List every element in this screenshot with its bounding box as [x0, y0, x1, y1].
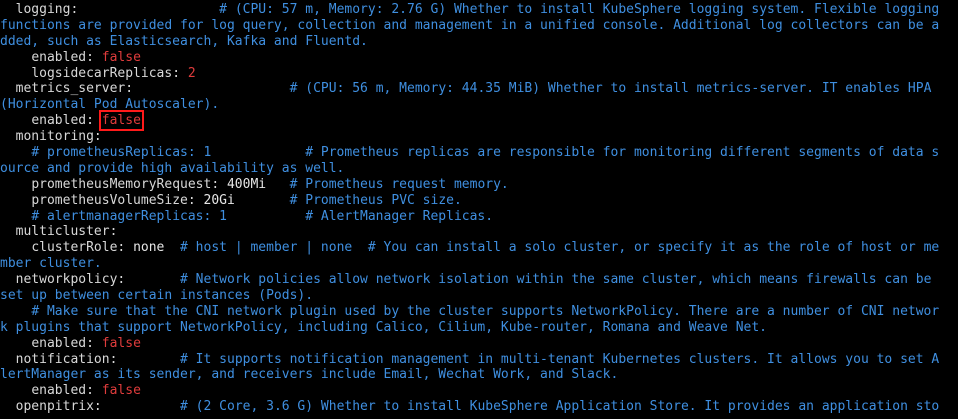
yaml-comment: # Make sure that the CNI network plugin … [31, 303, 940, 319]
yaml-value: 2 [187, 65, 196, 81]
yaml-key: notification: [15, 351, 118, 367]
terminal-line: openpitrix: # (2 Core, 3.6 G) Whether to… [0, 399, 958, 415]
terminal-line: metrics_server: # (CPU: 56 m, Memory: 44… [0, 81, 958, 97]
yaml-comment: # (CPU: 56 m, Memory: 44.35 MiB) Whether… [289, 81, 932, 97]
yaml-key: enabled: [31, 49, 94, 65]
terminal-line: enabled: false [0, 336, 958, 352]
yaml-comment: # host | member | none # You can install… [180, 240, 940, 256]
yaml-key: enabled: [31, 113, 94, 129]
yaml-value: false [101, 335, 141, 351]
terminal-line: networkpolicy: # Network policies allow … [0, 272, 958, 288]
yaml-key: monitoring: [15, 129, 102, 145]
terminal-line: # alertmanagerReplicas: 1 # AlertManager… [0, 209, 958, 225]
yaml-value: 400Mi [226, 176, 267, 192]
terminal-line: prometheusVolumeSize: 20Gi # Prometheus … [0, 193, 958, 209]
yaml-comment: # It supports notification management in… [180, 351, 940, 367]
yaml-key: enabled: [31, 383, 94, 399]
highlighted-enabled-value: false [98, 110, 144, 132]
yaml-comment: # Network policies allow network isolati… [180, 272, 932, 288]
yaml-key: enabled: [31, 335, 94, 351]
yaml-key: prometheusVolumeSize: [31, 192, 196, 208]
yaml-key: prometheusMemoryRequest: [31, 176, 220, 192]
yaml-key: metrics_server: [15, 81, 134, 97]
terminal-line: k plugins that support NetworkPolicy, in… [0, 320, 958, 336]
terminal-line: multicluster: [0, 224, 958, 240]
yaml-key: networkpolicy: [15, 272, 126, 288]
yaml-comment: # alertmanagerReplicas: 1 # AlertManager… [31, 208, 494, 224]
terminal-line: notification: # It supports notification… [0, 352, 958, 368]
terminal-line: lertManager as its sender, and receivers… [0, 367, 958, 383]
yaml-comment: functions are provided for log query, co… [0, 17, 940, 33]
yaml-comment: ource and provide high availability as w… [0, 160, 345, 176]
terminal-line: functions are provided for log query, co… [0, 18, 958, 34]
terminal-line: ource and provide high availability as w… [0, 161, 958, 177]
yaml-comment: # Prometheus request memory. [289, 176, 509, 192]
yaml-comment: # (CPU: 57 m, Memory: 2.76 G) Whether to… [219, 2, 940, 17]
yaml-key: clusterRole: [31, 240, 126, 256]
yaml-comment: set up between certain instances (Pods). [0, 288, 314, 304]
terminal-line: # prometheusReplicas: 1 # Prometheus rep… [0, 145, 958, 161]
yaml-comment: # prometheusReplicas: 1 # Prometheus rep… [31, 145, 940, 161]
yaml-value: false [101, 49, 141, 65]
yaml-value: none [133, 240, 165, 256]
yaml-comment: mber cluster. [0, 256, 102, 272]
terminal-line: logging: # (CPU: 57 m, Memory: 2.76 G) W… [0, 2, 958, 18]
yaml-comment: dded, such as Elasticsearch, Kafka and F… [0, 33, 368, 49]
yaml-value: 20Gi [203, 192, 235, 208]
terminal-line: dded, such as Elasticsearch, Kafka and F… [0, 34, 958, 50]
terminal-line: set up between certain instances (Pods). [0, 288, 958, 304]
terminal-line: logsidecarReplicas: 2 [0, 66, 958, 82]
yaml-comment: (Horizontal Pod Autoscaler). [0, 97, 220, 113]
yaml-key: openpitrix: [15, 399, 102, 415]
terminal-line: # Make sure that the CNI network plugin … [0, 304, 958, 320]
yaml-key: multicluster: [15, 224, 118, 240]
terminal-line: monitoring: [0, 129, 958, 145]
terminal-line: clusterRole: none # host | member | none… [0, 240, 958, 256]
terminal-line: enabled: false [0, 110, 958, 132]
yaml-comment: # (2 Core, 3.6 G) Whether to install Kub… [180, 399, 940, 415]
yaml-key: logging: [15, 2, 79, 17]
yaml-comment: lertManager as its sender, and receivers… [0, 367, 619, 383]
terminal-line: (Horizontal Pod Autoscaler). [0, 97, 958, 113]
terminal-line: prometheusMemoryRequest: 400Mi # Prometh… [0, 177, 958, 193]
terminal-line: enabled: false [0, 383, 958, 399]
terminal-line: enabled: false [0, 50, 958, 66]
yaml-comment: k plugins that support NetworkPolicy, in… [0, 319, 768, 335]
yaml-key: logsidecarReplicas: [31, 65, 181, 81]
yaml-value: false [101, 383, 141, 399]
yaml-comment: # Prometheus PVC size. [289, 192, 462, 208]
terminal-line: mber cluster. [0, 256, 958, 272]
